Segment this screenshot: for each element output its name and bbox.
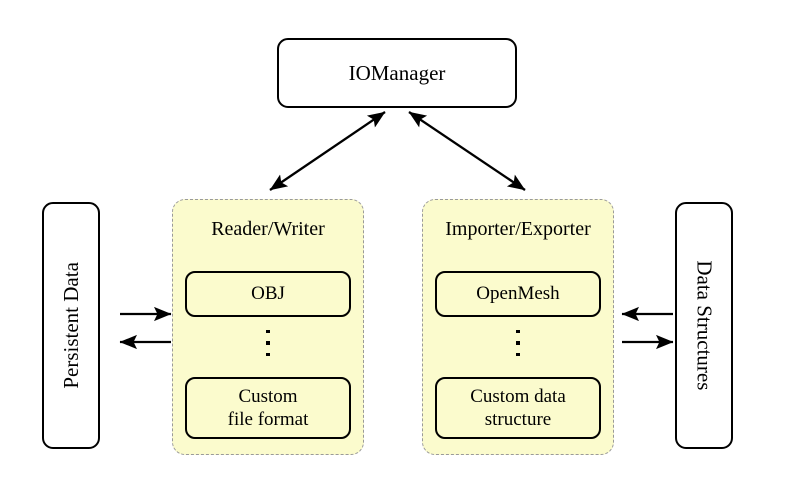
vertical-dots-icon [423,330,613,357]
inner-box-custom-file-format-line2: file format [227,409,309,430]
inner-box-custom-data-structure[interactable]: Custom data structure [435,377,601,439]
panel-importer-exporter-title: Importer/Exporter [445,218,591,240]
node-persistent-data-label: Persistent Data [58,262,83,389]
inner-box-custom-file-format-line1: Custom [238,385,298,407]
node-iomanager-label: IOManager [348,60,446,85]
inner-box-custom-data-structure-line2: structure [484,409,552,430]
vertical-dots-icon [173,330,363,357]
panel-reader-writer[interactable]: Reader/Writer OBJ Custom file format [172,199,364,455]
node-iomanager[interactable]: IOManager [277,38,517,108]
arrow-iomanager-readerwriter [269,111,386,191]
panel-importer-exporter[interactable]: Importer/Exporter OpenMesh Custom data s… [422,199,614,455]
inner-box-custom-data-structure-line1: Custom data [470,385,566,407]
inner-box-obj-label: OBJ [251,283,285,305]
node-data-structures[interactable]: Data Structures [675,202,733,449]
inner-box-custom-data-structure-label: Custom data structure [470,385,566,431]
inner-box-obj[interactable]: OBJ [185,271,351,317]
node-data-structures-label: Data Structures [692,260,717,391]
panel-reader-writer-title: Reader/Writer [211,218,325,240]
inner-box-openmesh[interactable]: OpenMesh [435,271,601,317]
arrow-iomanager-importerexporter [408,111,526,191]
node-persistent-data[interactable]: Persistent Data [42,202,100,449]
inner-box-openmesh-label: OpenMesh [476,283,560,305]
inner-box-custom-file-format[interactable]: Custom file format [185,377,351,439]
inner-box-custom-file-format-label: Custom file format [228,385,309,431]
